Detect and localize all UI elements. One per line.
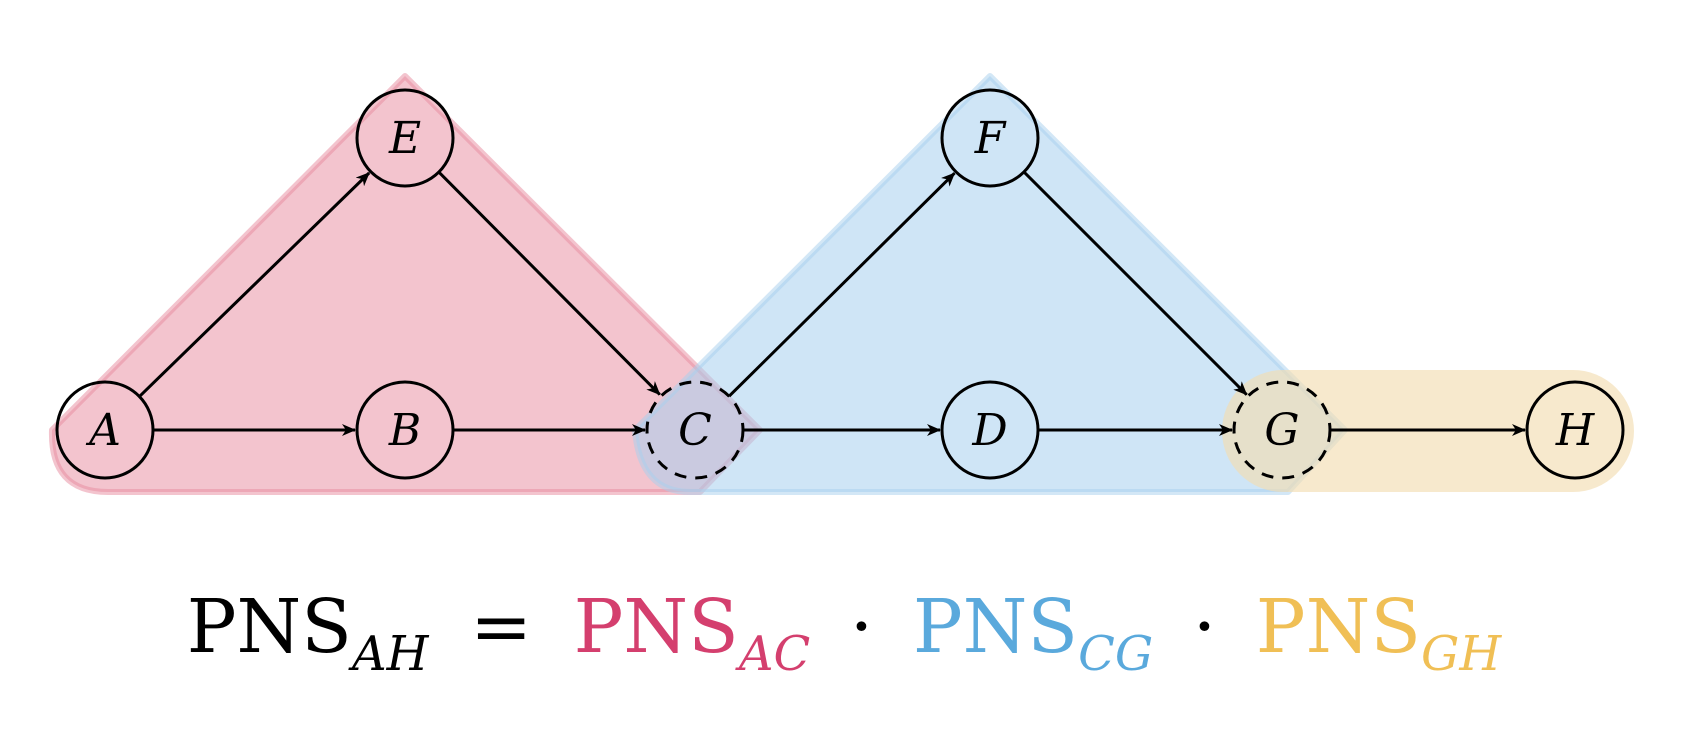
node-label-b: B [388,405,421,456]
node-label-d: D [971,405,1007,456]
node-e: E [355,88,455,188]
node-circle-a [55,380,155,480]
node-a: A [55,380,155,480]
node-label-h: H [1555,405,1596,456]
formula-term-gh-main: PNS [1255,584,1422,670]
node-g: G [1232,380,1332,480]
formula-term-gh: PNSGH [1255,584,1501,678]
node-label-f: F [974,113,1007,164]
edge-c-f [728,172,956,398]
formula-equals: = [470,584,533,670]
formula-term-ac: PNSAC [573,584,834,678]
edge-f-g [1022,170,1248,396]
node-circle-c [645,380,745,480]
formula-lhs-main: PNS [186,584,353,670]
formula-term-ac-sub: AC [738,626,811,682]
edge-a-e [138,171,371,398]
formula-lhs: PNSAH [186,584,452,678]
formula-term-gh-sub: GH [1421,626,1502,682]
node-f: F [940,88,1040,188]
edge-e-c [437,171,661,396]
node-label-a: A [85,405,121,456]
node-circle-d [940,380,1040,480]
region-ac [48,73,763,495]
formula-term-cg-main: PNS [912,584,1079,670]
formula-term-cg-sub: CG [1078,626,1154,682]
causal-diagram: A B C D E F G H [48,73,1634,495]
node-circle-e [355,88,455,188]
formula-dot-2: · [1192,584,1217,670]
node-b: B [355,380,455,480]
node-label-c: C [678,405,712,456]
node-label-e: E [388,113,421,164]
formula-dot-1: · [849,584,874,670]
node-c: C [645,380,745,480]
formula-term-cg: PNSCG [912,584,1177,678]
edges [138,170,1526,436]
node-circle-h [1525,380,1625,480]
node-label-g: G [1264,405,1299,456]
formula-lhs-sub: AH [352,626,429,682]
node-circle-f [940,88,1040,188]
pns-formula: PNSAH = PNSAC · PNSCG · PNSGH [0,590,1688,678]
nodes: A B C D E F G H [55,88,1625,480]
formula-term-ac-main: PNS [573,584,739,670]
node-circle-b [355,380,455,480]
node-circle-g [1232,380,1332,480]
node-h: H [1525,380,1625,480]
node-d: D [940,380,1040,480]
region-cg [632,73,1348,495]
